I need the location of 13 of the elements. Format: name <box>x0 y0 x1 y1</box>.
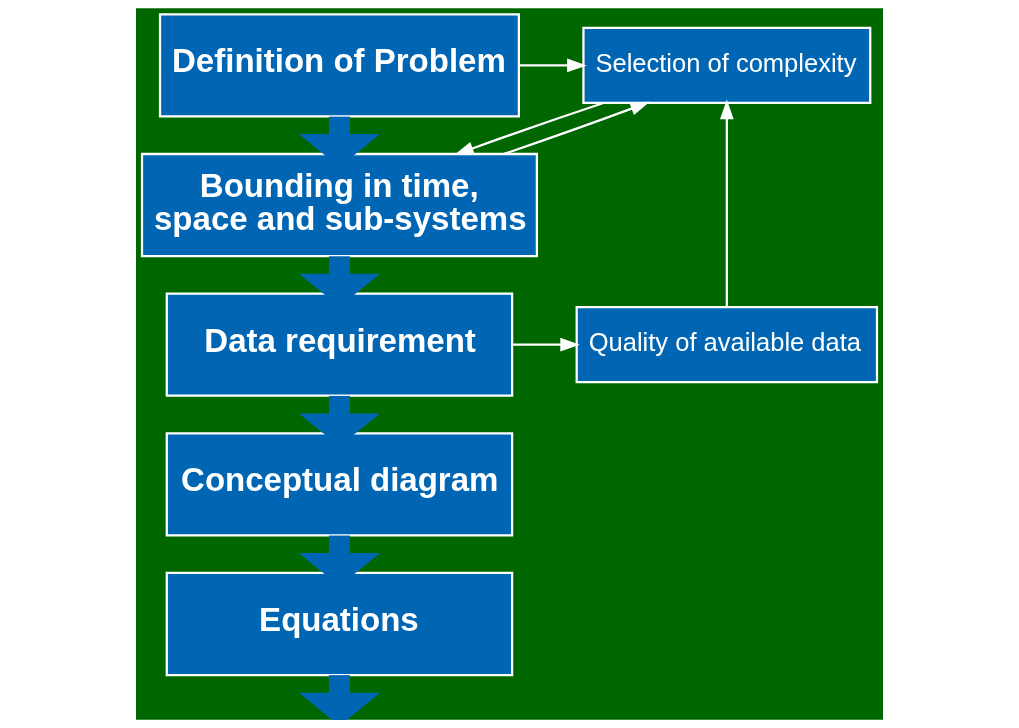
arrow <box>454 101 604 156</box>
node-box: Bounding in time, space and sub-systems <box>140 152 539 258</box>
node-box: Selection of complexity <box>582 26 872 105</box>
arrow <box>519 58 587 73</box>
arrow <box>720 99 734 308</box>
arrow <box>512 337 580 352</box>
arrow <box>298 675 380 720</box>
node-box: Conceptual diagram <box>165 432 514 537</box>
node-box: Definition of Problem <box>158 13 520 118</box>
node-box: Quality of available data <box>575 306 879 384</box>
arrow <box>503 101 650 155</box>
node-box: Equations <box>165 571 514 677</box>
node-box: Data requirement <box>165 292 514 397</box>
